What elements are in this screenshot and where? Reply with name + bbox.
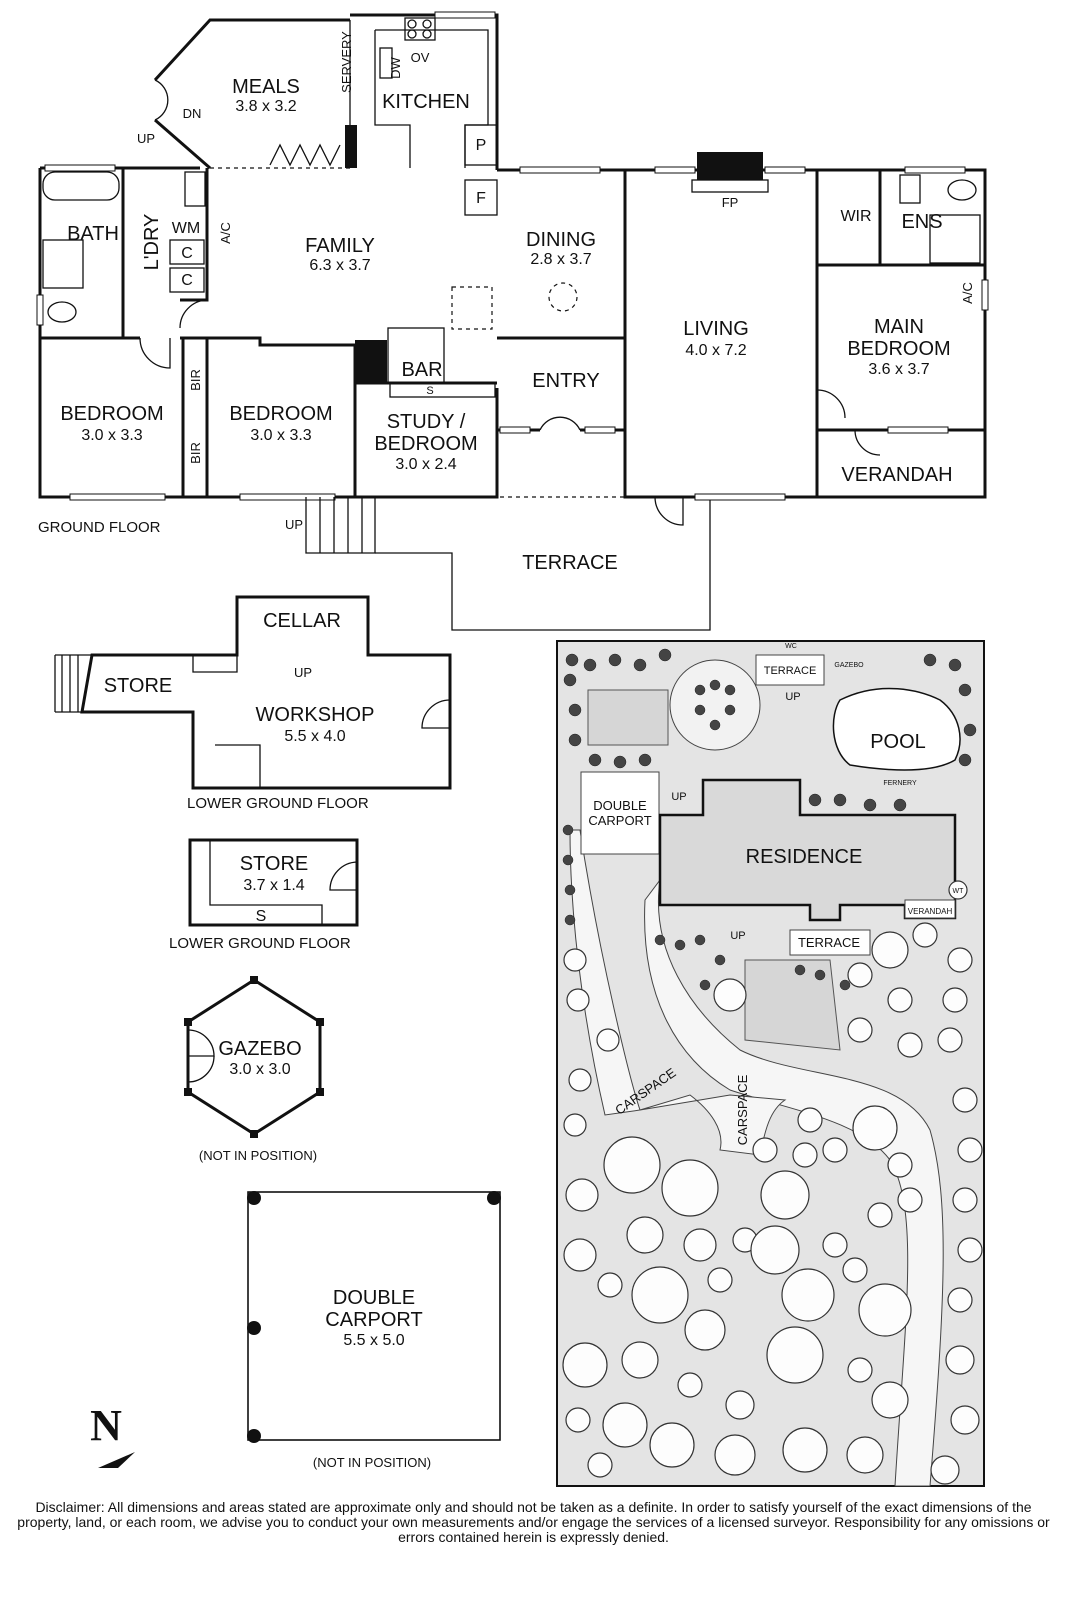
- room-label-ens: ENS: [901, 211, 942, 233]
- ground-floor-plan: MEALS 3.8 x 3.2 KITCHEN FAMILY 6.3 x 3.7…: [36, 11, 989, 631]
- tree-canopies: [562, 922, 983, 1485]
- site-label-pool: POOL: [870, 731, 926, 753]
- carport-dims: 5.5 x 5.0: [343, 1332, 404, 1349]
- site-label-up-terrace-bottom: UP: [730, 930, 745, 942]
- cupboard-label-1: C: [181, 245, 193, 262]
- fireplace-label: FP: [722, 195, 739, 210]
- room-label-workshop: WORKSHOP: [256, 704, 375, 726]
- site-label-terrace-bottom: TERRACE: [798, 935, 860, 950]
- carport-label-2: CARPORT: [325, 1309, 422, 1331]
- room-dims-bedroom-2: 3.0 x 3.3: [250, 427, 311, 444]
- room-dims-bedroom-1: 3.0 x 3.3: [81, 427, 142, 444]
- site-label-fernery: FERNERY: [883, 780, 917, 787]
- dishwasher-label: DW: [388, 56, 403, 78]
- compass-arrow-icon: [98, 1452, 135, 1468]
- washing-machine-label: WM: [172, 220, 200, 237]
- room-label-store: STORE: [240, 853, 309, 875]
- room-dims-store: 3.7 x 1.4: [243, 877, 304, 894]
- room-label-wir: WIR: [840, 208, 871, 225]
- room-label-study-1: STUDY /: [387, 411, 466, 433]
- bir-label-1: BIR: [188, 369, 203, 391]
- site-plan: TERRACE UP GAZEBO WC POOL FERNERY DOUBLE…: [556, 640, 985, 1487]
- site-label-residence: RESIDENCE: [746, 846, 863, 868]
- store-shelf-label: S: [256, 908, 267, 925]
- stairs-up-label-cellar: UP: [294, 665, 312, 680]
- gazebo-dims: 3.0 x 3.0: [229, 1061, 290, 1078]
- room-label-main-bedroom-1: MAIN: [874, 316, 924, 338]
- room-label-study-2: BEDROOM: [374, 433, 477, 455]
- lower-ground-workshop-plan: CELLAR STORE WORKSHOP 5.5 x 4.0 UP LOWER…: [54, 595, 452, 812]
- room-label-terrace: TERRACE: [522, 552, 618, 574]
- site-label-wc: WC: [785, 643, 797, 650]
- floor-plan: MEALS 3.8 x 3.2 KITCHEN FAMILY 6.3 x 3.7…: [36, 11, 989, 1487]
- room-label-bath: BATH: [67, 223, 119, 245]
- oven-label: OV: [411, 50, 430, 65]
- room-dims-living: 4.0 x 7.2: [685, 342, 746, 359]
- servery-label: SERVERY: [339, 31, 354, 93]
- room-dims-family: 6.3 x 3.7: [309, 257, 370, 274]
- room-label-cellar: CELLAR: [263, 610, 341, 632]
- room-label-meals: MEALS: [232, 76, 300, 98]
- carport-plan: DOUBLE CARPORT 5.5 x 5.0 (NOT IN POSITIO…: [247, 1191, 501, 1470]
- gazebo-note: (NOT IN POSITION): [199, 1148, 317, 1163]
- site-label-wt: WT: [953, 888, 965, 895]
- room-label-main-bedroom-2: BEDROOM: [847, 338, 950, 360]
- ac-label-bedroom: A/C: [960, 282, 975, 304]
- lower-ground-caption-2: LOWER GROUND FLOOR: [169, 935, 351, 952]
- room-label-laundry: L'DRY: [141, 214, 163, 271]
- site-label-up-carport: UP: [671, 791, 686, 803]
- north-arrow: N: [90, 1401, 135, 1468]
- ac-label-laundry: A/C: [218, 222, 233, 244]
- room-label-verandah: VERANDAH: [841, 464, 952, 486]
- room-dims-workshop: 5.5 x 4.0: [284, 728, 345, 745]
- room-label-bedroom-1: BEDROOM: [60, 403, 163, 425]
- shrub-dots: [562, 648, 977, 991]
- lower-ground-caption-1: LOWER GROUND FLOOR: [187, 795, 369, 812]
- site-label-carspace-2: CARSPACE: [735, 1074, 750, 1145]
- gazebo-label: GAZEBO: [218, 1038, 301, 1060]
- fridge-label: F: [476, 190, 486, 207]
- room-dims-main-bedroom: 3.6 x 3.7: [868, 361, 929, 378]
- ground-floor-caption: GROUND FLOOR: [38, 519, 161, 536]
- stairs-up-label-terrace: UP: [285, 517, 303, 532]
- room-dims-meals: 3.8 x 3.2: [235, 98, 296, 115]
- pantry-label: P: [476, 137, 487, 154]
- room-label-bedroom-2: BEDROOM: [229, 403, 332, 425]
- site-label-carport-2: CARPORT: [588, 813, 651, 828]
- gazebo-plan: GAZEBO 3.0 x 3.0 (NOT IN POSITION): [184, 976, 324, 1163]
- site-label-verandah: VERANDAH: [908, 907, 953, 916]
- room-label-family: FAMILY: [305, 235, 375, 257]
- room-label-store-workshop: STORE: [104, 675, 173, 697]
- compass-letter: N: [90, 1401, 122, 1450]
- lower-ground-store-plan: STORE 3.7 x 1.4 S LOWER GROUND FLOOR: [169, 838, 359, 952]
- room-dims-dining: 2.8 x 3.7: [530, 251, 591, 268]
- site-label-gazebo: GAZEBO: [834, 662, 864, 669]
- cupboard-label-2: C: [181, 272, 193, 289]
- disclaimer-text: Disclaimer: All dimensions and areas sta…: [17, 1499, 1050, 1545]
- stairs-up-label-ground: UP: [137, 131, 155, 146]
- room-label-living: LIVING: [683, 318, 749, 340]
- room-label-bar: BAR: [401, 359, 442, 381]
- room-dims-study: 3.0 x 2.4: [395, 456, 456, 473]
- carport-note: (NOT IN POSITION): [313, 1455, 431, 1470]
- room-label-dining: DINING: [526, 229, 596, 251]
- site-label-terrace-top: TERRACE: [764, 665, 817, 677]
- carport-label-1: DOUBLE: [333, 1287, 415, 1309]
- room-label-entry: ENTRY: [532, 370, 599, 392]
- stairs-down-label: DN: [183, 106, 202, 121]
- site-label-up-terrace: UP: [785, 691, 800, 703]
- bir-label-2: BIR: [188, 442, 203, 464]
- site-label-carport-1: DOUBLE: [593, 798, 647, 813]
- bar-shelf-label: S: [426, 385, 433, 397]
- room-label-kitchen: KITCHEN: [382, 91, 470, 113]
